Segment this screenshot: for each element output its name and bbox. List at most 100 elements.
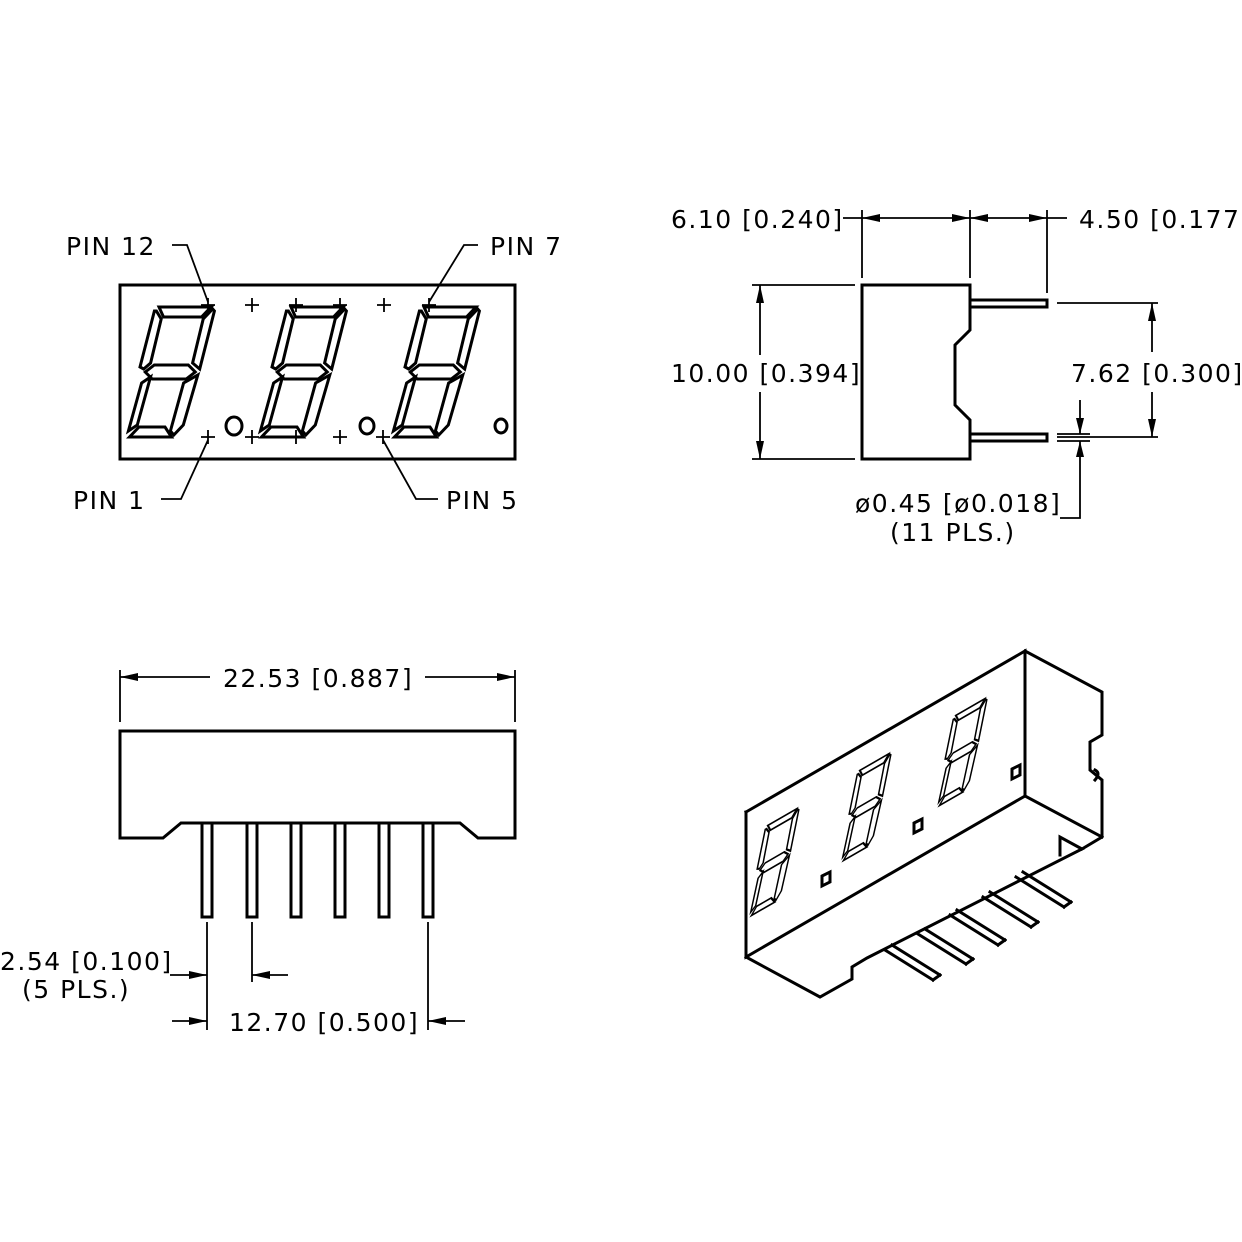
iso-pin — [947, 907, 1008, 948]
span-dimension: 12.70 [0.500] — [229, 1008, 419, 1037]
bottom-pin — [289, 821, 303, 919]
bottom-pin — [333, 821, 347, 919]
arrowhead — [1148, 419, 1156, 437]
arrowhead — [189, 971, 207, 979]
iso-bottom-edge — [743, 834, 1086, 999]
iso-decimal-point — [912, 816, 924, 836]
digit-segment — [257, 373, 286, 435]
pin-markers — [201, 298, 436, 444]
digit-segment — [877, 753, 892, 798]
digit-segment — [288, 305, 347, 319]
display-body-bottom — [118, 729, 517, 840]
digit-segment — [973, 698, 988, 743]
pin5-leader — [382, 439, 438, 500]
height-dimension: 10.00 [0.394] — [671, 359, 861, 388]
front-view: PIN 12 PIN 7 PIN 1 PIN 5 — [66, 232, 561, 515]
digit-segment — [126, 425, 175, 439]
digit-segment — [258, 425, 307, 439]
iso-pin — [980, 889, 1041, 930]
iso-pin — [915, 926, 976, 967]
arrowhead — [756, 285, 764, 303]
digit-segment — [773, 852, 791, 902]
digit-segment — [785, 808, 800, 853]
iso-edge — [1022, 793, 1105, 840]
digit-segment — [300, 371, 333, 438]
digit-segment — [758, 850, 790, 874]
digit-segment — [156, 305, 215, 319]
pin-diameter-dimension: ø0.45 [ø0.018] — [855, 489, 1061, 518]
side-view: 6.10 [0.240] 4.50 [0.177] 10.00 [0.394] … — [671, 205, 1242, 547]
iso-digit — [841, 751, 892, 863]
bottom-pin — [377, 821, 391, 919]
arrowhead — [1076, 418, 1084, 434]
digit-segment — [937, 786, 965, 808]
bottom-pin — [200, 821, 214, 919]
lower-pin — [968, 432, 1049, 443]
depth-dimension: 6.10 [0.240] — [671, 205, 844, 234]
pin-marker — [245, 430, 259, 444]
iso-right-face — [1022, 648, 1104, 852]
bottom-view: 22.53 [0.887] 2.54 [0.100] (5 PLS.) 12.7… — [0, 664, 517, 1037]
display-body-side — [860, 283, 972, 461]
pitch-count-note: (5 PLS.) — [22, 975, 130, 1004]
digit-segment — [125, 373, 154, 435]
iso-digit-group — [749, 696, 988, 918]
pin12-leader — [172, 244, 209, 303]
arrowhead — [120, 673, 138, 681]
pin-marker — [333, 298, 347, 312]
digit-segment — [455, 306, 482, 372]
bottom-pin — [421, 821, 435, 919]
arrowhead — [189, 1017, 207, 1025]
digit-segment — [274, 363, 330, 381]
digit-segment — [407, 363, 463, 381]
pitch-dimension: 2.54 [0.100] — [0, 947, 173, 976]
pin7-leader — [428, 244, 478, 303]
iso-pins — [882, 869, 1074, 983]
iso-decimal-point — [820, 869, 832, 889]
isometric-view — [743, 648, 1105, 999]
digit-group — [125, 305, 482, 439]
arrowhead — [1029, 214, 1047, 222]
arrowhead — [970, 214, 988, 222]
arrowhead — [952, 214, 970, 222]
pin12-label: PIN 12 — [66, 232, 156, 261]
bottom-pins — [200, 821, 435, 919]
digit-segment — [322, 306, 349, 372]
pin-marker — [377, 298, 391, 312]
pin-marker — [245, 298, 259, 312]
digit-segment — [270, 309, 295, 371]
arrowhead — [862, 214, 880, 222]
iso-front-face — [743, 648, 1027, 960]
leader-line — [1060, 441, 1081, 519]
row-pitch-dimension: 7.62 [0.300] — [1071, 359, 1242, 388]
digit-segment — [142, 363, 198, 381]
digit-segment — [403, 309, 428, 371]
decimal-point — [224, 415, 244, 437]
digit-segment — [421, 305, 480, 319]
digit-segment — [954, 696, 987, 722]
iso-pin — [882, 942, 943, 983]
pin-marker — [376, 430, 390, 444]
pin-count-note: (11 PLS.) — [890, 518, 1016, 547]
pin1-label: PIN 1 — [73, 486, 146, 515]
iso-pin — [1013, 869, 1074, 910]
digit-segment — [138, 309, 163, 371]
pin5-label: PIN 5 — [446, 486, 519, 515]
digit-segment — [391, 425, 440, 439]
digit-segment — [168, 371, 201, 438]
decimal-point — [358, 416, 376, 436]
digit-segment — [190, 306, 217, 372]
digit-segment — [433, 371, 466, 438]
digit-segment — [749, 896, 777, 918]
upper-pin — [968, 298, 1049, 309]
digit-segment — [961, 742, 979, 792]
digit-segment — [850, 795, 882, 819]
arrowhead — [252, 971, 270, 979]
pin-marker — [333, 430, 347, 444]
iso-digit — [749, 806, 800, 918]
digit-segment — [766, 806, 799, 832]
iso-decimal-point — [1010, 762, 1022, 782]
pin-length-dimension: 4.50 [0.177] — [1079, 205, 1242, 234]
pin1-leader — [161, 439, 209, 500]
